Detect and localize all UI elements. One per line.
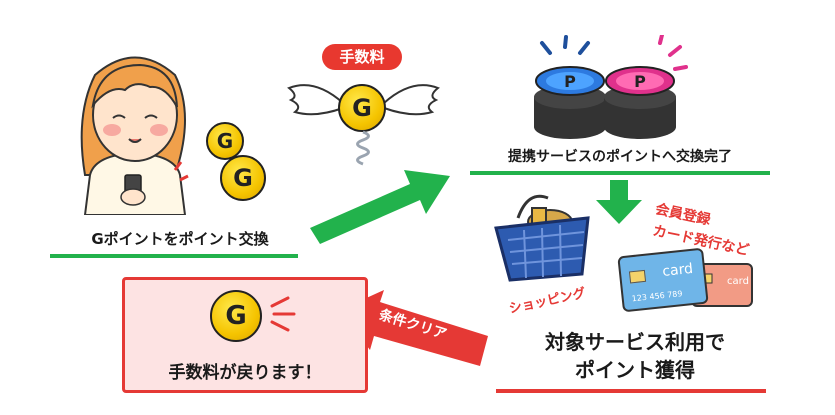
refund-coin-icon: G bbox=[210, 290, 262, 342]
card-chip-icon bbox=[628, 269, 647, 284]
wing-icon bbox=[287, 84, 344, 116]
fee-coin-icon: G bbox=[338, 84, 386, 132]
shopping-basket-icon bbox=[494, 194, 590, 282]
woman-illustration bbox=[80, 56, 189, 215]
g-coin-icon: G bbox=[220, 155, 266, 201]
fee-badge: 手数料 bbox=[322, 44, 402, 70]
exchange-underline bbox=[50, 254, 298, 258]
green-down-arrow-icon bbox=[596, 180, 642, 224]
shine-icon bbox=[270, 296, 296, 332]
refund-label: 手数料が戻ります！ bbox=[168, 363, 322, 383]
point-coins-icon: P P bbox=[534, 35, 688, 139]
spring-icon bbox=[356, 130, 370, 166]
red-arrow-icon bbox=[340, 290, 488, 366]
wing-icon bbox=[383, 84, 440, 116]
card-number: 123 456 789 bbox=[631, 289, 683, 304]
credit-card-icon: card 123 456 789 bbox=[617, 247, 709, 313]
g-coin-icon: G bbox=[206, 122, 244, 160]
svg-text:card: card bbox=[727, 276, 749, 287]
svg-text:P: P bbox=[634, 72, 646, 91]
complete-underline bbox=[470, 171, 770, 175]
card-word: card bbox=[661, 260, 694, 280]
svg-text:P: P bbox=[564, 72, 576, 91]
complete-label: 提携サービスのポイントへ交換完了 bbox=[508, 149, 732, 165]
use-service-line2: ポイント獲得 bbox=[575, 358, 695, 382]
use-service-line1: 対象サービス利用で bbox=[545, 330, 725, 354]
use-service-underline bbox=[496, 389, 766, 393]
green-arrow-icon bbox=[310, 170, 450, 244]
exchange-label: Gポイントをポイント交換 bbox=[91, 230, 269, 248]
